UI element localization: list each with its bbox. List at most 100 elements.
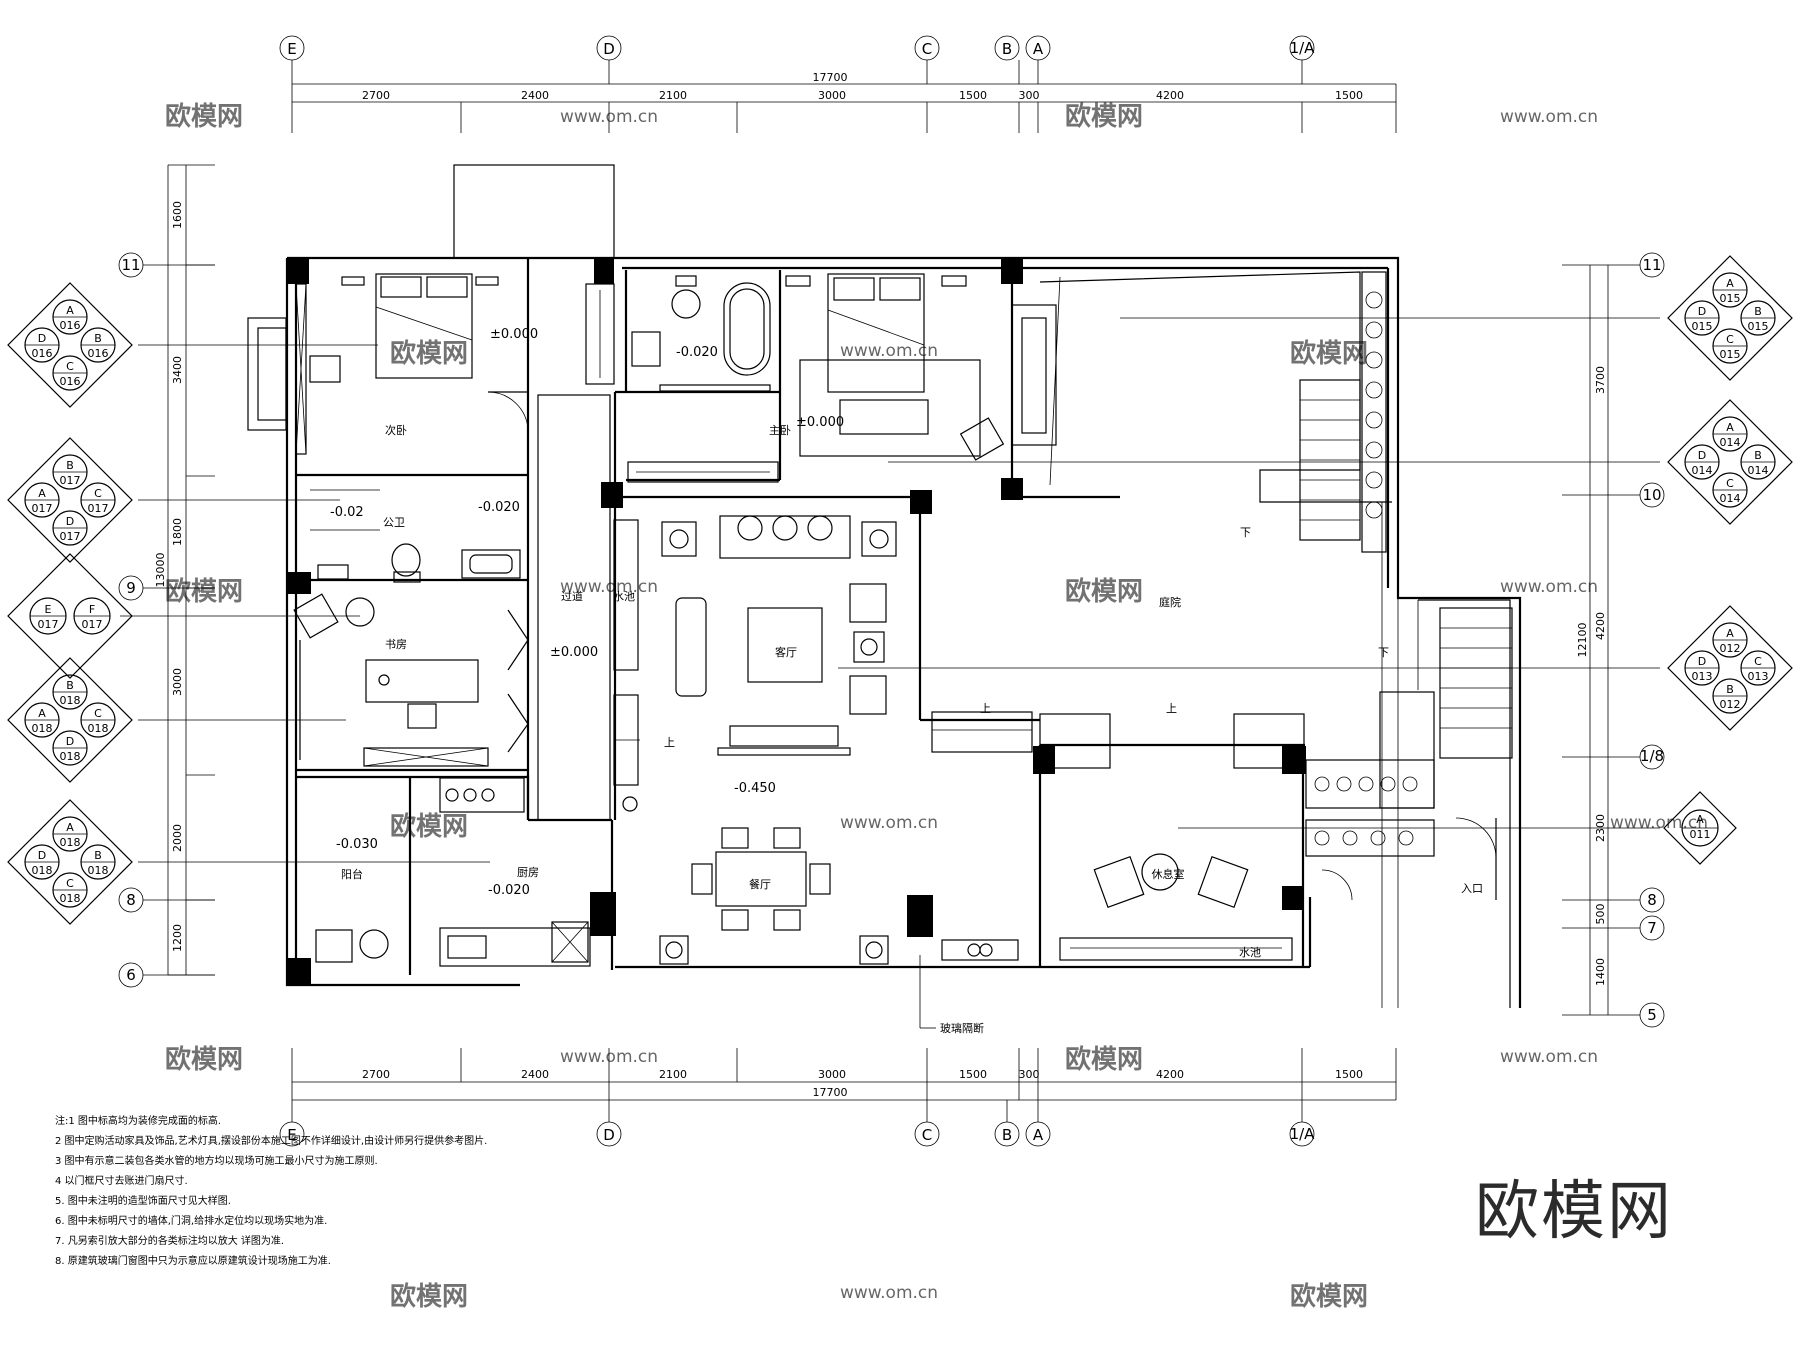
index-marker-label: 018 — [88, 864, 109, 877]
room-labels: 次卧 主卧 公卫 书房 过道 水池 客厅 餐厅 厨房 阳台 休息室 庭院 入口 … — [341, 423, 1483, 1035]
room-entrance: 入口 — [1461, 882, 1483, 895]
room-living: 客厅 — [775, 645, 797, 659]
index-marker-label: B — [94, 332, 102, 345]
grid-axis-label: 1/8 — [1640, 747, 1664, 765]
note-line: 7. 凡另索引放大部分的各类标注均以放大 详图为准. — [55, 1236, 285, 1247]
index-marker-label: C — [1726, 333, 1734, 346]
watermark-logo: 欧模网 — [390, 811, 468, 842]
watermark-logo: 欧模网 — [1065, 101, 1143, 132]
grid-axis-label: B — [1002, 1126, 1012, 1144]
dim-segment: 1500 — [1335, 89, 1363, 102]
dim-segment: 3000 — [818, 89, 846, 102]
index-marker-label: 014 — [1720, 436, 1741, 449]
room-water-pool: 水池 — [1239, 946, 1261, 959]
index-marker-label: B — [1726, 683, 1734, 696]
note-line: 4 以门框尺寸去账进门扇尺寸. — [55, 1176, 188, 1187]
stair-down-label: 下 — [1378, 646, 1389, 659]
grid-axis-label: 1/A — [1290, 1125, 1316, 1143]
master-bedroom-furniture — [627, 273, 1005, 483]
room-dining: 餐厅 — [749, 877, 771, 891]
elevation-master-bedroom: ±0.000 — [796, 415, 844, 430]
index-marker-label: C — [1726, 477, 1734, 490]
dim-segment: 1800 — [171, 518, 184, 546]
glass-partition-label: 玻璃隔断 — [940, 1021, 984, 1035]
dim-segment: 1600 — [171, 201, 184, 229]
index-marker-label: F — [89, 603, 95, 616]
index-marker-diamond — [7, 282, 133, 408]
grid-axis-label: 6 — [126, 966, 136, 984]
index-marker-diamond — [7, 437, 133, 563]
bottom-dimension-chain: 2700 2400 2100 3000 1500 300 4200 1500 1… — [279, 1048, 1397, 1147]
grid-axis-label: 11 — [121, 256, 140, 274]
lounge-furniture — [1039, 713, 1305, 961]
room-courtyard: 庭院 — [1159, 595, 1181, 609]
watermark-logo: 欧模网 — [390, 338, 468, 369]
room-corridor: 过道 — [561, 589, 583, 603]
dim-segment: 3000 — [818, 1068, 846, 1081]
index-marker-label: 018 — [60, 836, 81, 849]
dim-total-right: 12100 — [1576, 623, 1589, 658]
grid-axis-label: 5 — [1647, 1006, 1657, 1024]
dim-segment: 1500 — [959, 1068, 987, 1081]
general-notes: 注:1 图中标高均为装修完成面的标高. 2 图中定购活动家具及饰品,艺术灯具,摆… — [55, 1112, 955, 1272]
index-marker-label: A — [38, 707, 46, 720]
room-public-wc: 公卫 — [383, 516, 405, 529]
index-marker-label: 018 — [60, 892, 81, 905]
dim-segment: 2000 — [171, 824, 184, 852]
watermark-layer: 欧模网 www.om.cn 欧模网 www.om.cn 欧模网 www.om.c… — [165, 101, 1708, 1312]
room-lounge: 休息室 — [1152, 867, 1185, 881]
note-line: 注:1 图中标高均为装修完成面的标高. — [55, 1116, 222, 1127]
grid-axis-label: 9 — [126, 579, 136, 597]
index-marker-label: C — [1754, 655, 1762, 668]
index-marker-label: 016 — [60, 319, 81, 332]
index-marker-label: 012 — [1720, 642, 1741, 655]
grid-axis-label: 11 — [1642, 256, 1661, 274]
second-bedroom-furniture — [309, 273, 615, 431]
stair-up-label: 上 — [980, 702, 991, 715]
dim-segment: 4200 — [1156, 1068, 1184, 1081]
index-marker-label: 017 — [88, 502, 109, 515]
grid-axis-label: A — [1033, 1126, 1044, 1144]
watermark-logo: 欧模网 — [390, 1281, 468, 1312]
dim-segment: 300 — [1019, 1068, 1040, 1081]
stair-up-label: 上 — [664, 736, 675, 749]
elevation-corridor: ±0.000 — [550, 645, 598, 660]
dim-segment: 4200 — [1594, 612, 1607, 640]
right-dimension-chain: 3700 4200 2300 500 1400 12100 11 10 1/8 … — [1562, 252, 1665, 1028]
index-marker-label: 018 — [32, 722, 53, 735]
dim-segment: 3400 — [171, 356, 184, 384]
index-marker-label: 011 — [1690, 828, 1711, 841]
note-line: 8. 原建筑玻璃门窗图中只为示意应以原建筑设计现场施工为准. — [55, 1256, 331, 1267]
dim-total-top: 17700 — [813, 71, 848, 84]
watermark-url: www.om.cn — [840, 341, 938, 361]
index-marker-label: 017 — [60, 474, 81, 487]
walls — [285, 164, 1522, 1008]
elevation-second-bedroom: ±0.000 — [490, 327, 538, 342]
index-marker-diamond — [1667, 605, 1793, 731]
dim-segment: 2400 — [521, 1068, 549, 1081]
dim-total-left: 13000 — [154, 553, 167, 588]
room-master-bedroom: 主卧 — [769, 424, 791, 437]
index-marker-label: D — [38, 849, 46, 862]
index-marker-label: 017 — [60, 530, 81, 543]
elevation-wc-left: -0.02 — [330, 505, 364, 520]
index-marker-label: D — [1698, 305, 1706, 318]
index-marker-label: D — [1698, 449, 1706, 462]
grid-axis-label: B — [1002, 40, 1012, 58]
room-second-bedroom: 次卧 — [385, 423, 407, 437]
elevation-labels: ±0.000 -0.020 ±0.000 -0.02 -0.020 ±0.000… — [330, 327, 844, 898]
index-marker-label: 015 — [1748, 320, 1769, 333]
index-marker-diamond — [7, 799, 133, 925]
index-marker-label: A — [1696, 813, 1704, 826]
grid-axis-label: D — [603, 40, 615, 58]
dim-segment: 1500 — [959, 89, 987, 102]
room-study: 书房 — [385, 638, 407, 651]
brand-logo-text: 欧模网 — [1475, 1175, 1673, 1249]
